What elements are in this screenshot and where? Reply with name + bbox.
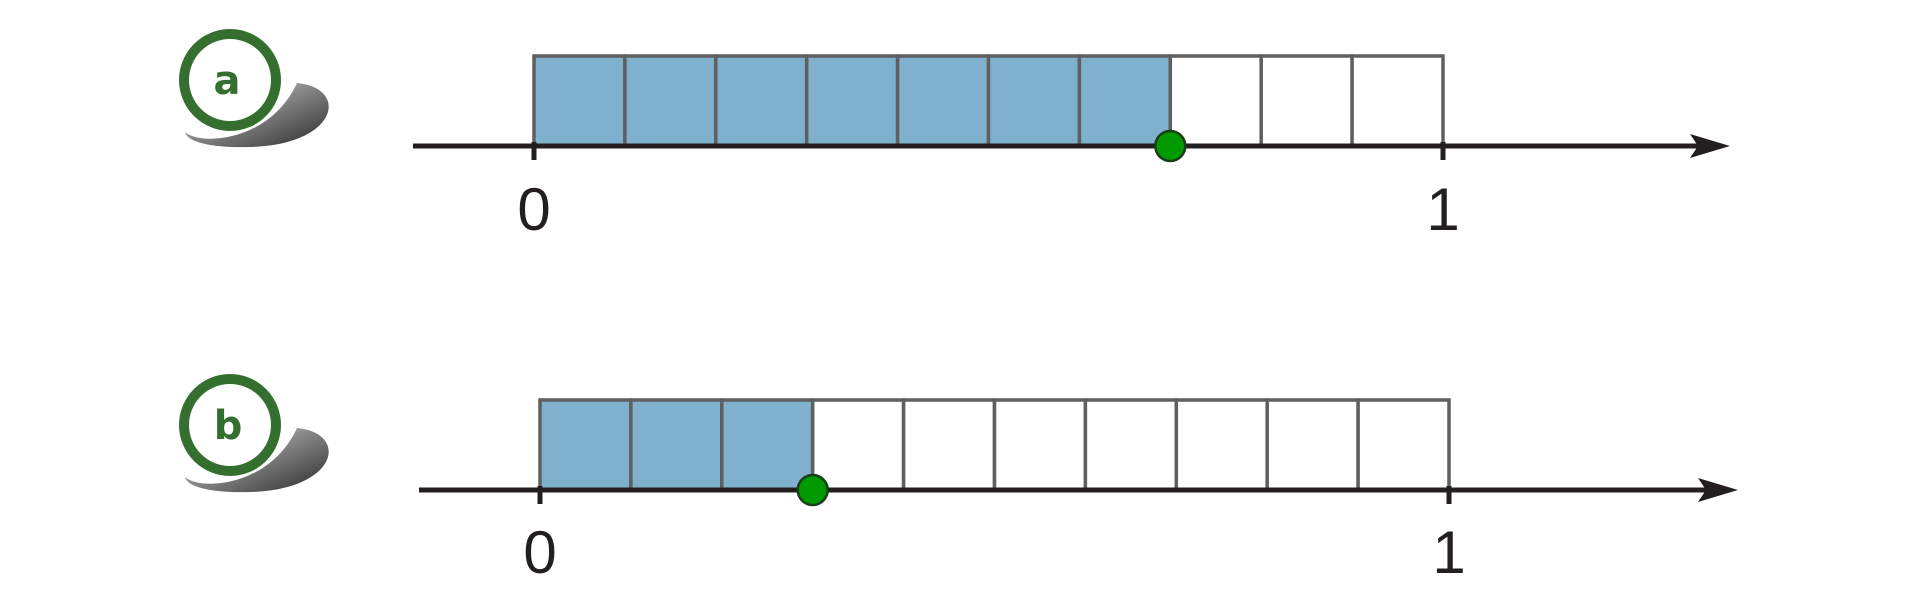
point-marker — [796, 473, 829, 507]
cell-empty — [992, 398, 1088, 492]
cell-empty — [1350, 54, 1445, 148]
cell-filled — [1077, 54, 1173, 148]
badge-label: b — [214, 403, 243, 449]
cell-filled — [720, 398, 815, 492]
fraction-cells — [538, 398, 1451, 492]
cell-empty — [1083, 398, 1179, 492]
cell-empty — [1265, 398, 1360, 492]
cell-filled — [714, 54, 809, 148]
tick-label-one: 1 — [1426, 176, 1459, 243]
cell-empty — [810, 398, 906, 492]
cell-filled — [532, 54, 627, 148]
badge-a: a — [179, 29, 329, 148]
cell-empty — [1356, 398, 1451, 492]
tick-label-zero: 0 — [523, 519, 556, 586]
cell-filled — [623, 54, 718, 148]
axis-arrowhead — [1690, 134, 1730, 158]
cell-empty — [1174, 398, 1269, 492]
cell-filled — [804, 54, 900, 148]
cell-empty — [901, 398, 997, 492]
badge-shadow — [185, 83, 329, 148]
badge-ring — [179, 29, 281, 131]
cell-filled — [629, 398, 724, 492]
axis-arrowhead — [1698, 478, 1738, 502]
tick-label-one: 1 — [1432, 519, 1465, 586]
cell-filled — [895, 54, 991, 148]
badge-label: a — [214, 58, 241, 104]
tick-label-zero: 0 — [517, 176, 550, 243]
cell-empty — [1259, 54, 1354, 148]
badge-b: b — [179, 374, 329, 493]
badge-ring — [179, 374, 281, 476]
cell-filled — [986, 54, 1082, 148]
badge-shadow — [185, 428, 329, 493]
fraction-cells — [532, 54, 1445, 148]
cell-filled — [538, 398, 633, 492]
panel-a: a 0 1 — [179, 29, 1730, 243]
cell-empty — [1168, 54, 1263, 148]
point-marker — [1154, 129, 1187, 163]
panel-b: b 0 1 — [179, 374, 1738, 586]
